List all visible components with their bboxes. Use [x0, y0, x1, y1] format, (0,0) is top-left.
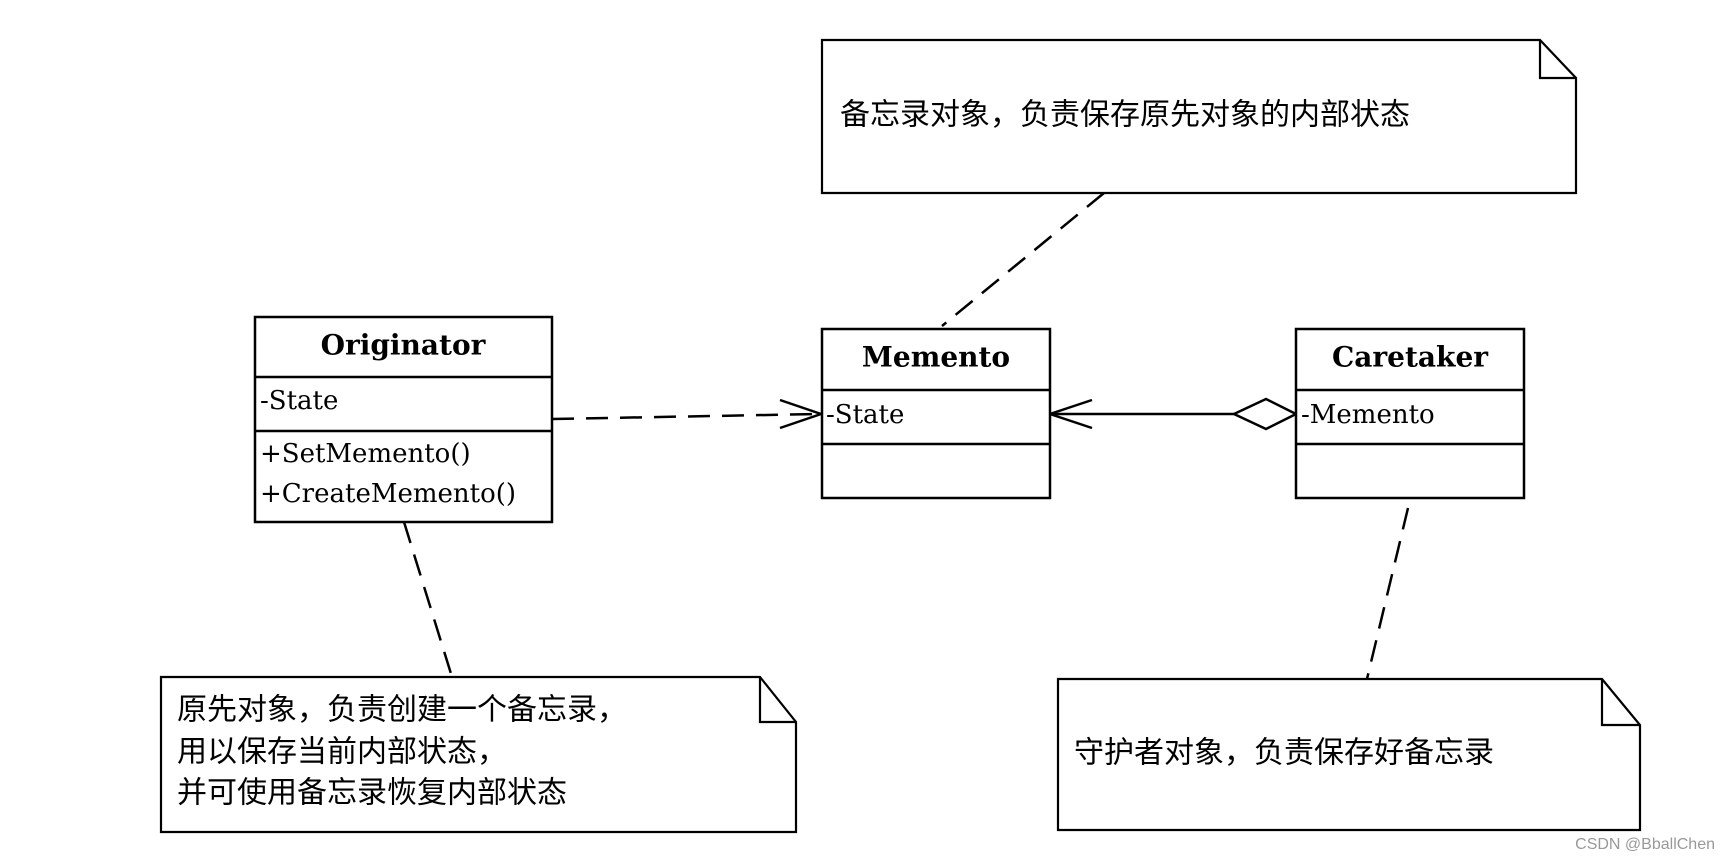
originator-operation-setmemento: +SetMemento(): [260, 439, 471, 469]
originator-note-line-2: 用以保存当前内部状态，: [177, 735, 507, 770]
memento-note-line-1: 备忘录对象，负责保存原先对象的内部状态: [840, 98, 1410, 133]
originator-operation-creatememento: +CreateMemento(): [260, 479, 516, 509]
caretaker-class-box: [1294, 327, 1526, 500]
originator-note-line-3: 并可使用备忘录恢复内部状态: [177, 776, 567, 811]
originator-note-box: [159, 675, 798, 834]
caretaker-class: Caretaker -Memento: [1294, 327, 1526, 500]
caretaker-attribute-memento: -Memento: [1301, 400, 1435, 430]
dependency-relation: [551, 398, 825, 430]
memento-note-connector: [941, 192, 1105, 327]
aggregation-relation: [1046, 397, 1299, 431]
memento-class-name: Memento: [862, 341, 1010, 374]
originator-class: Originator -State +SetMemento() +CreateM…: [253, 315, 554, 524]
originator-class-box: [253, 315, 554, 524]
originator-note-line-1: 原先对象，负责创建一个备忘录，: [177, 693, 627, 728]
memento-class: Memento -State: [820, 327, 1052, 500]
memento-class-box: [820, 327, 1052, 500]
originator-note-fold: [758, 677, 796, 724]
memento-note-box: [820, 38, 1578, 195]
note-connectors: [402, 192, 1410, 680]
originator-note: 原先对象，负责创建一个备忘录， 用以保存当前内部状态， 并可使用备忘录恢复内部状…: [159, 675, 798, 834]
memento-note-fold: [1538, 40, 1576, 80]
originator-attribute-state: -State: [260, 386, 338, 416]
originator-class-name: Originator: [321, 329, 487, 362]
memento-note: 备忘录对象，负责保存原先对象的内部状态: [820, 38, 1578, 195]
originator-note-connector: [402, 521, 454, 678]
caretaker-note-connector: [1365, 507, 1410, 680]
dependency-line: [551, 412, 820, 421]
caretaker-note-line-1: 守护者对象，负责保存好备忘录: [1074, 736, 1494, 771]
memento-attribute-state: -State: [826, 400, 904, 430]
caretaker-note: 守护者对象，负责保存好备忘录: [1056, 677, 1642, 832]
caretaker-class-name: Caretaker: [1332, 341, 1489, 374]
aggregation-diamond: [1231, 397, 1299, 431]
caretaker-note-fold: [1600, 679, 1640, 727]
caretaker-note-box: [1056, 677, 1642, 832]
csdn-watermark: CSDN @BballChen: [1575, 836, 1715, 853]
